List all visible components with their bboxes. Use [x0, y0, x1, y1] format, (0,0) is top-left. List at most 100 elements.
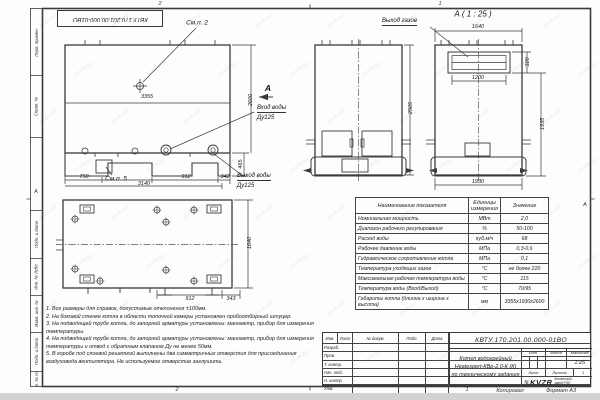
- spec-cell: 68: [500, 233, 549, 244]
- product-line-1: Котел водогрейный: [459, 356, 512, 363]
- dim-v3-912: 912: [185, 296, 195, 302]
- callout-see-item-5: См.п. 5: [105, 175, 127, 183]
- product-line-3: по техническому заданию: [451, 371, 520, 378]
- sign-row-cell: [426, 368, 449, 376]
- dim-va-1930: 1930: [471, 179, 485, 185]
- zone-bottom-left: 2: [175, 387, 179, 393]
- spec-cell: Расход воды: [354, 233, 470, 244]
- spec-cell: Рабочее давление воды: [354, 243, 470, 254]
- margin-cell-label: Подп. и дата: [33, 220, 39, 248]
- spec-header-cell: Значение: [500, 197, 549, 214]
- margin-cell-label: Перв. примен.: [33, 28, 39, 57]
- spec-cell: 0,1: [500, 253, 549, 264]
- callout-water-outlet-dn: Ду125: [237, 183, 255, 189]
- mass-value: [545, 357, 568, 369]
- note-line: 2. На боковой стенке котла в области топ…: [46, 313, 292, 320]
- note-line: 1. Все размеры для справок, допустимые о…: [46, 306, 207, 312]
- lit-cell-1: [522, 357, 530, 369]
- sign-row: Н. контр.: [323, 376, 590, 385]
- spec-cell: Номинальная мощность: [354, 213, 470, 224]
- spec-cell: %: [468, 223, 502, 234]
- stamp-doc-number: КВТУ.170.201.00.000-01ВО: [72, 15, 148, 22]
- margin-cell: Взам. инв. №: [30, 295, 42, 332]
- sheets-value: 1: [574, 369, 592, 377]
- spec-cell: °С: [468, 263, 502, 274]
- margin-cell: Подп. и дата: [30, 332, 42, 371]
- spec-cell: 2,0: [500, 213, 549, 224]
- sign-row-cell: [399, 385, 426, 393]
- sign-row-cell: [426, 352, 449, 360]
- margin-cell-label: Инв. № дубл.: [33, 263, 39, 290]
- sign-row-label: Пров.: [323, 352, 353, 360]
- dim-va-1935: 1935: [540, 117, 546, 131]
- sign-row-label: Н. контр.: [323, 377, 353, 385]
- product-line-2: Heatexpert-КВр-2,0-К (К): [454, 364, 517, 371]
- spec-cell: 115: [500, 273, 549, 284]
- callout-gas-outlet: Выход газов: [382, 18, 417, 26]
- sign-row: Пров.: [323, 351, 590, 360]
- section-arrow-letter: А: [264, 83, 272, 93]
- margin-cell-label: Справ. №: [33, 96, 39, 116]
- margin-cell: Инв. № подл.: [30, 371, 42, 386]
- note-line: 4. На подводящей трубе котла, до запорно…: [46, 336, 314, 350]
- stamp-doc-number-box: КВТУ.170.201.00.000-01ВО: [57, 10, 163, 27]
- sign-row-cell: [426, 377, 449, 385]
- view-bottom-plan: [56, 199, 253, 299]
- sheet-label: Лист: [522, 369, 546, 377]
- dim-va-1200: 1200: [471, 75, 485, 81]
- dim-va-320: 320: [525, 57, 531, 67]
- spec-cell: куб.м/ч: [468, 233, 502, 244]
- sign-row-cell: [353, 377, 399, 385]
- sign-row-label: Т. контр.: [323, 360, 353, 368]
- dim-v3-343: 343: [226, 296, 236, 302]
- sign-row-cell: [353, 368, 399, 376]
- spec-cell: Габариты котла (длинна х ширина х высота…: [354, 293, 470, 310]
- col-data: Дата: [426, 333, 449, 343]
- sign-row-cell: [426, 360, 449, 368]
- spec-cell: Температура уходящих газов: [354, 263, 470, 274]
- sign-row-cell: [399, 368, 426, 376]
- dim-v1-width: 3355: [140, 94, 154, 100]
- title-block-doc-number: КВТУ.170.201.00.000-01ВО: [449, 333, 592, 349]
- scale-label: Масштаб: [567, 349, 593, 357]
- title-block-product-name: Котел водогрейный Heatexpert-КВр-2,0-К (…: [449, 349, 521, 387]
- sign-row: Т. контр.: [323, 359, 590, 368]
- callout-water-outlet: Выход воды: [237, 173, 271, 181]
- margin-cell-label: Инв. № подл.: [33, 371, 39, 386]
- sign-row-label: Утв.: [323, 385, 353, 393]
- company-logo: ≋ KVZR Котельный завод РЭП: [522, 377, 592, 387]
- sign-row-cell: [426, 385, 449, 393]
- lit-label: Лит.: [522, 349, 546, 357]
- dim-v1-342: 342: [220, 174, 230, 180]
- view-top-plan: [64, 27, 273, 189]
- sign-row-cell: [399, 352, 426, 360]
- title-block-header-row: Изм. Лист № докум. Подп. Дата: [323, 333, 590, 343]
- col-doc: № докум.: [353, 333, 399, 343]
- spec-cell: МПа: [468, 253, 502, 264]
- mass-label: Масса: [545, 349, 568, 357]
- title-block-right-grid: Лит. Масса Масштаб 1:25 Лист Листов 1 ≋ …: [521, 349, 593, 387]
- dim-v3-1640: 1640: [247, 236, 253, 250]
- spec-row: Габариты котла (длинна х ширина х высота…: [354, 293, 549, 310]
- sign-row-label: Нач. отд.: [323, 368, 353, 376]
- margin-cell: Инв. № дубл.: [30, 258, 42, 295]
- dim-va-1640: 1640: [471, 24, 485, 30]
- view-front: [303, 39, 414, 181]
- sheet-edge: [0, 393, 600, 400]
- logo-caption: Котельный завод РЭП: [554, 377, 571, 386]
- spec-cell: МПа: [468, 243, 502, 254]
- detail-view-title: А ( 1 : 25 ): [454, 9, 492, 19]
- margin-cell: Справ. №: [30, 75, 42, 137]
- sign-row: Разраб.: [323, 343, 590, 352]
- zone-top-left: 2: [158, 1, 162, 7]
- zone-top-right: 1: [438, 1, 442, 7]
- sign-row-cell: [353, 352, 399, 360]
- lit-cell-2: [529, 357, 538, 369]
